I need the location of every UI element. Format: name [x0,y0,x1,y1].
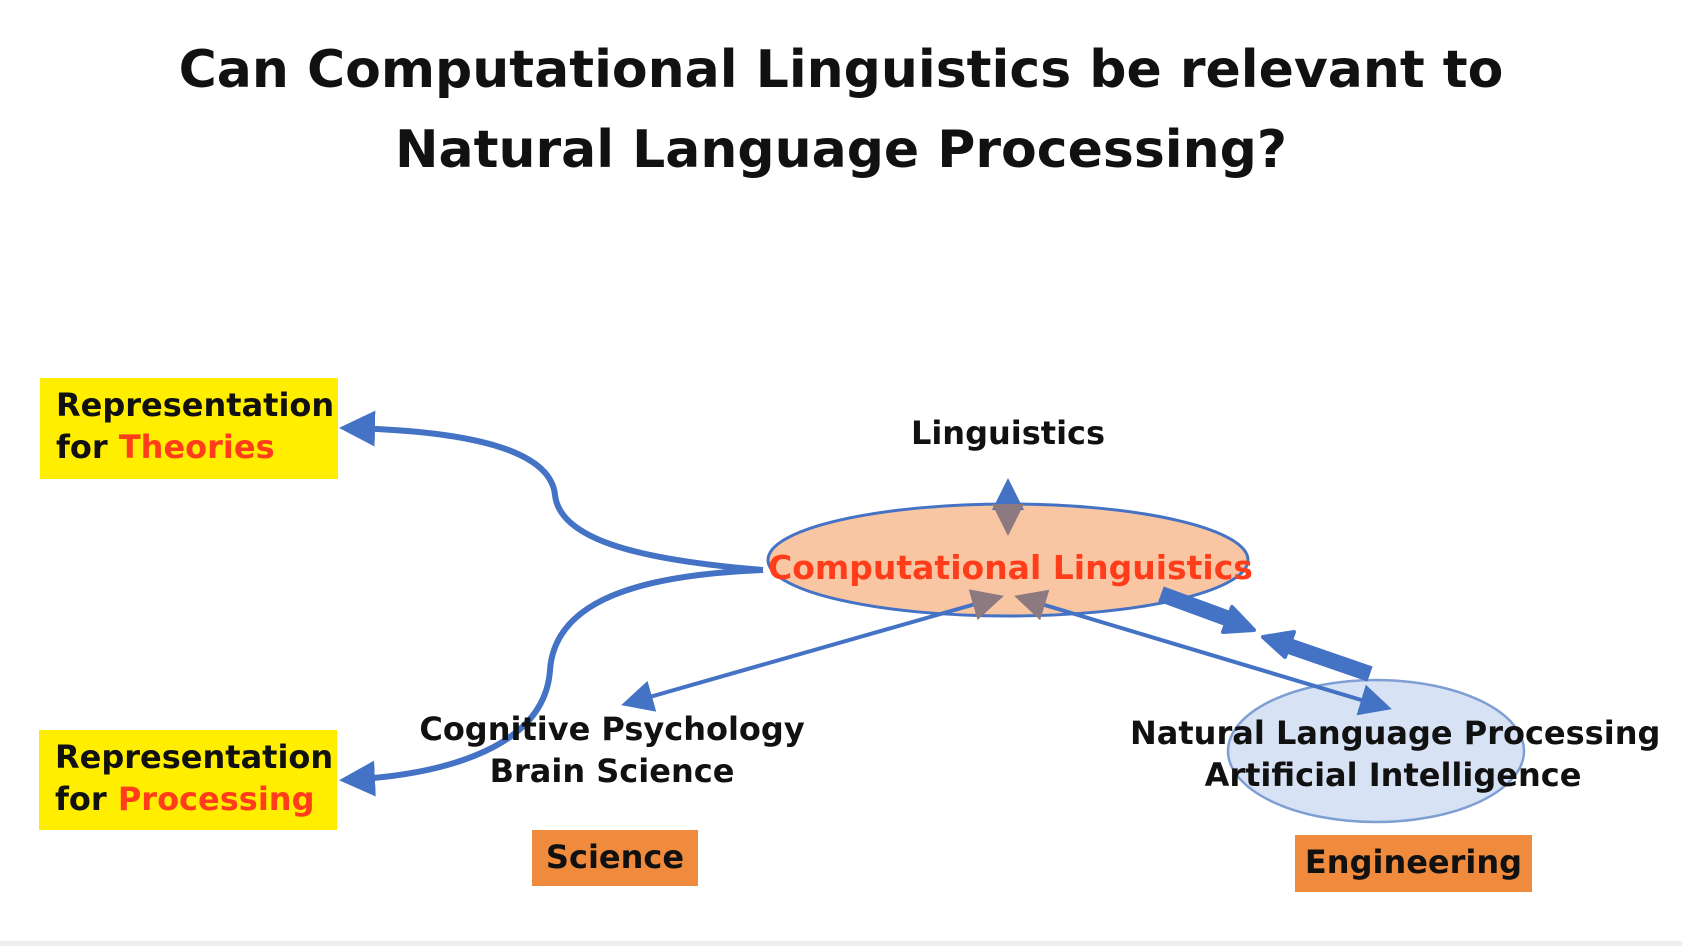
cognitive-psychology-label: Cognitive Psychology Brain Science [412,708,812,792]
arrow-cl-nlp [1014,589,1392,716]
computational-linguistics-label: Computational Linguistics [768,548,1253,587]
engineering-label: Engineering [1304,843,1523,881]
nlp-line-2: Artificial Intelligence [1204,756,1582,794]
processing-prefix: Representation [55,738,334,776]
theories-prefix: Representation [56,386,335,424]
block-arrow-from-engineering [1261,630,1373,682]
cognitive-line-1: Cognitive Psychology [419,710,805,748]
linguistics-label: Linguistics [910,414,1106,452]
box-science: Science [532,830,698,886]
box-representation-processing: Representation for Processing [39,730,337,830]
arrow-to-processing [339,567,764,797]
theories-keyword: Theories [118,428,275,466]
arrow-cl-cognitive [621,589,1004,712]
arrow-to-theories [339,410,764,573]
cognitive-line-2: Brain Science [489,752,735,790]
slide-title: Can Computational Linguistics be relevan… [0,30,1682,190]
slide-bottom-edge [0,941,1682,946]
nlp-label: Natural Language Processing Artificial I… [1130,712,1661,796]
title-line-1: Can Computational Linguistics be relevan… [178,40,1504,100]
processing-for: for [55,780,118,818]
box-representation-theories: Representation for Theories [40,378,338,479]
block-arrow-to-engineering [1158,586,1256,634]
processing-keyword: Processing [117,780,315,818]
theories-for: for [56,428,119,466]
box-engineering: Engineering [1295,835,1532,892]
title-line-2: Natural Language Processing? [394,120,1288,180]
science-label: Science [545,838,685,876]
nlp-line-1: Natural Language Processing [1130,714,1661,752]
